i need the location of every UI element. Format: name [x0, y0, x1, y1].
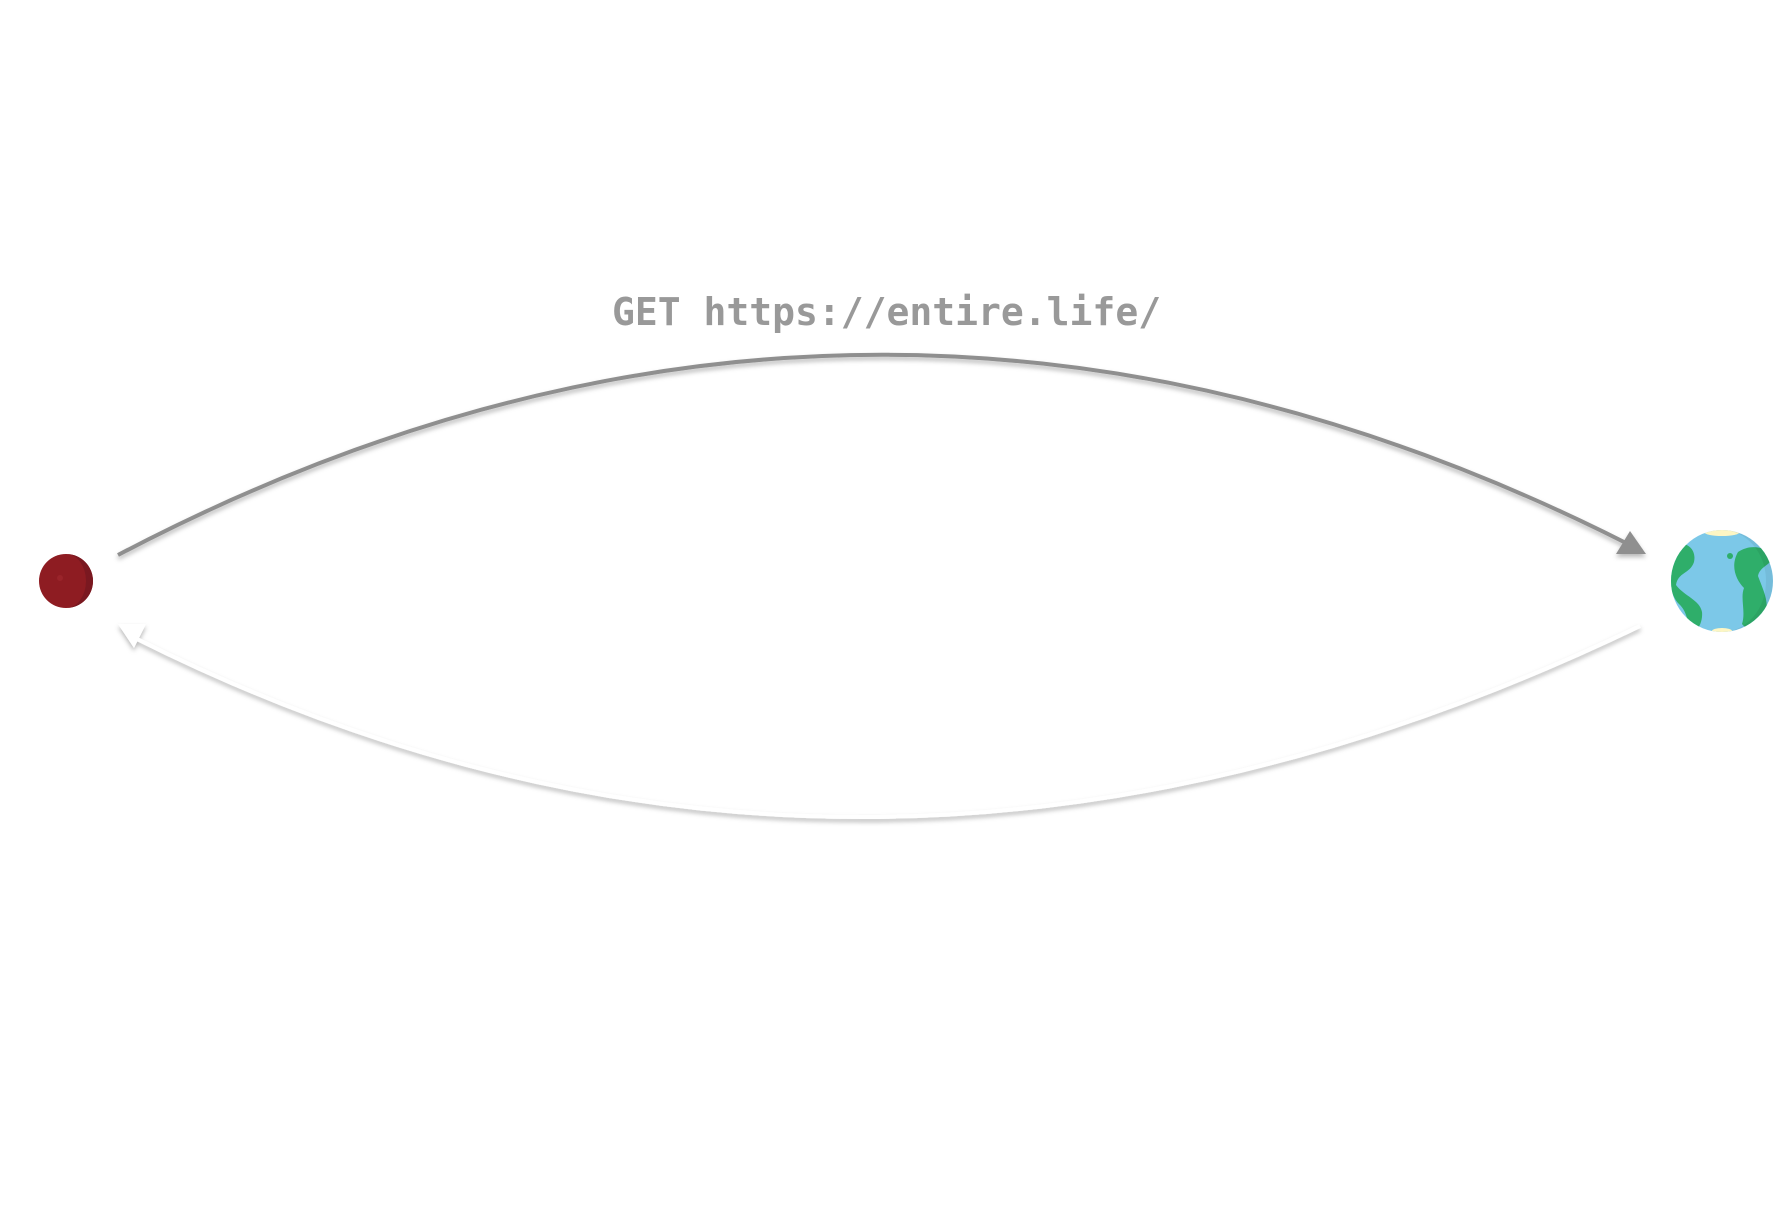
response-arc: [134, 624, 1641, 820]
request-arc: [117, 352, 1629, 557]
request-arrowhead: [1616, 531, 1646, 554]
earth-globe-icon: [1671, 530, 1773, 632]
request-label: GET https://entire.life/: [612, 290, 1161, 334]
response-arrowhead: [118, 624, 146, 648]
response-arrow: [118, 624, 1641, 820]
red-planet-icon: [39, 554, 93, 608]
request-arrow: [117, 352, 1646, 557]
